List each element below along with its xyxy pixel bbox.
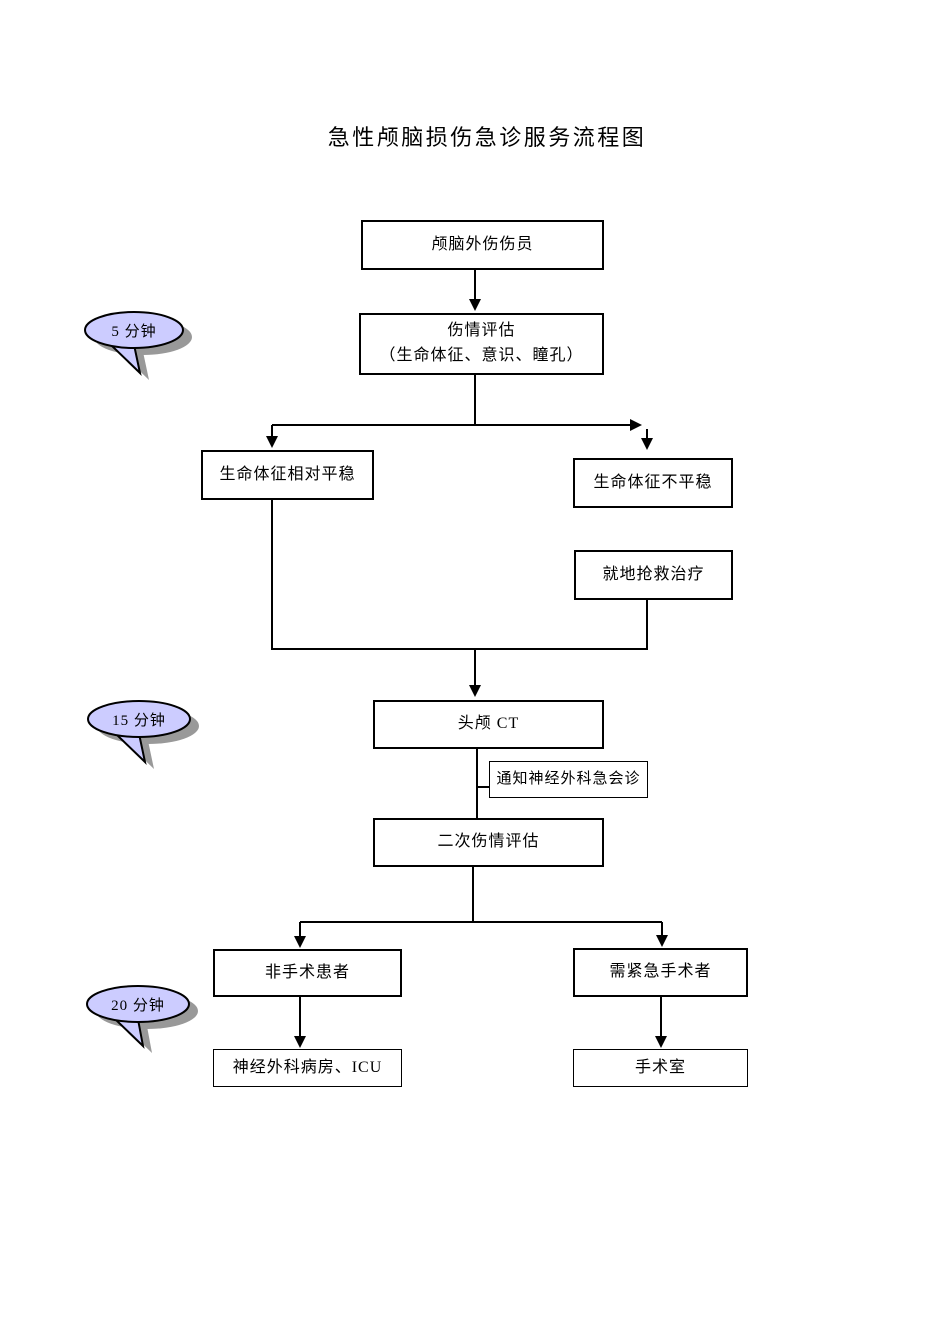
callout-ellipse — [86, 985, 190, 1023]
node-neurosurgery-ward-icu: 神经外科病房、ICU — [213, 1049, 402, 1087]
callout-ellipse — [87, 700, 191, 738]
node-label: 生命体征不平稳 — [593, 473, 713, 491]
node-non-surgical: 非手术患者 — [213, 949, 402, 997]
node-second-assessment: 二次伤情评估 — [373, 818, 604, 867]
callout-label-15min: 15 分钟 — [112, 712, 166, 729]
callout-ellipse — [84, 311, 184, 349]
callout-bubble-15min — [87, 700, 199, 769]
callout-bubble-5min — [84, 311, 192, 380]
node-label: 生命体征相对平稳 — [219, 465, 356, 483]
node-label: 神经外科病房、ICU — [232, 1058, 383, 1076]
node-operating-room: 手术室 — [573, 1049, 748, 1087]
node-head-ct: 头颅 CT — [373, 700, 604, 749]
node-label: 就地抢救治疗 — [602, 565, 705, 583]
node-label: 需紧急手术者 — [609, 963, 712, 981]
node-label: 二次伤情评估 — [437, 833, 540, 851]
flow-connectors — [266, 270, 668, 1048]
node-label: 颅脑外伤伤员 — [431, 235, 534, 253]
node-vitals-stable: 生命体征相对平稳 — [201, 450, 374, 500]
node-injury-assessment: 伤情评估 （生命体征、意识、瞳孔） — [359, 313, 604, 375]
node-trauma-patient: 颅脑外伤伤员 — [361, 220, 604, 270]
node-label: 手术室 — [634, 1058, 686, 1076]
callout-label-20min: 20 分钟 — [111, 997, 165, 1014]
node-label: 通知神经外科急会诊 — [496, 770, 641, 787]
callout-label-5min: 5 分钟 — [111, 323, 157, 340]
node-label-line1: 伤情评估 — [447, 322, 516, 340]
node-urgent-surgery: 需紧急手术者 — [573, 948, 748, 997]
node-label: 头颅 CT — [457, 715, 520, 733]
node-label: 非手术患者 — [264, 963, 350, 981]
node-label-line2: （生命体征、意识、瞳孔） — [379, 347, 584, 364]
node-onsite-rescue: 就地抢救治疗 — [574, 550, 733, 600]
node-notify-neurosurgery: 通知神经外科急会诊 — [489, 761, 648, 798]
page-title: 急性颅脑损伤急诊服务流程图 — [327, 125, 647, 150]
node-vitals-unstable: 生命体征不平稳 — [573, 458, 733, 508]
callout-bubble-20min — [86, 985, 198, 1053]
